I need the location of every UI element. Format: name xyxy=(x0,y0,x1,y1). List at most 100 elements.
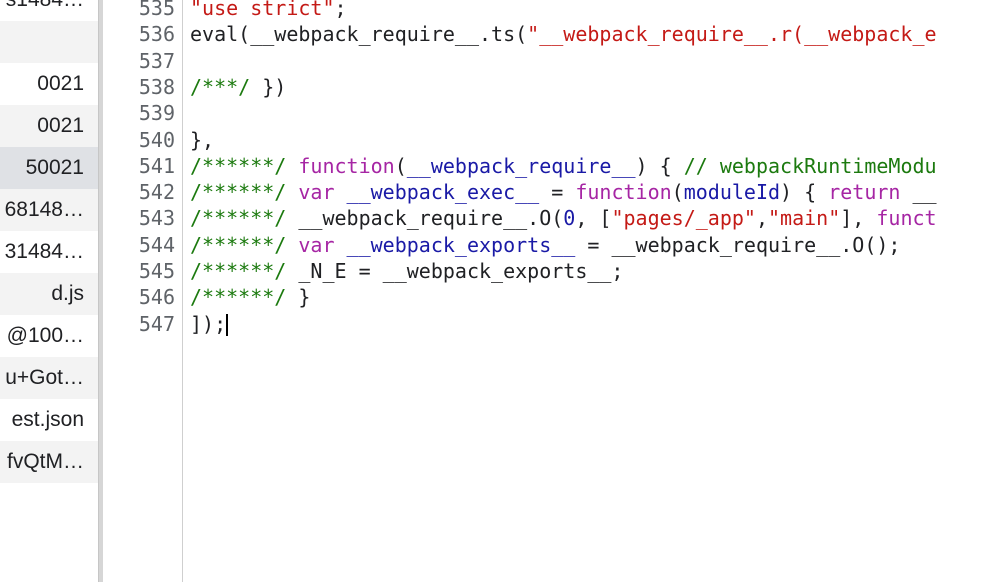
code-token: ( xyxy=(394,153,407,178)
code-text[interactable]: /******/ __webpack_require__.O(0, ["page… xyxy=(190,205,937,231)
code-line[interactable]: 544 /******/ var __webpack_exports__ = __… xyxy=(103,232,1008,258)
line-number[interactable]: 543 xyxy=(138,206,175,231)
code-token: function xyxy=(298,153,395,178)
line-number[interactable]: 536 xyxy=(138,22,175,47)
code-text[interactable]: /******/ _N_E = __webpack_exports__; xyxy=(190,258,623,284)
code-line[interactable]: 542 /******/ var __webpack_exec__ = funct… xyxy=(103,179,1008,205)
code-token: funct xyxy=(876,206,937,231)
code-line[interactable]: 538 /***/ }) xyxy=(103,74,1008,100)
code-line[interactable]: 547]); xyxy=(103,311,1008,337)
code-token: __webpack_require__.O( xyxy=(286,206,564,231)
code-text[interactable]: ]); xyxy=(190,311,229,337)
file-list-item[interactable]: s1484… xyxy=(0,0,98,21)
file-list-item-label: d.js xyxy=(51,282,84,305)
code-text[interactable]: /******/ function(__webpack_require__) {… xyxy=(190,153,937,179)
code-editor[interactable]: 535 "use strict"; 536 eval(__webpack_requir… xyxy=(103,0,1008,582)
code-token: ) { xyxy=(780,180,829,205)
line-number[interactable]: 537 xyxy=(138,48,175,73)
code-line[interactable]: 543 /******/ __webpack_require__.O(0, ["p… xyxy=(103,205,1008,231)
code-line[interactable]: 539 xyxy=(103,100,1008,126)
code-token: = xyxy=(539,180,576,205)
code-line[interactable]: 535 "use strict"; xyxy=(103,0,1008,21)
code-token: __webpack_require__ xyxy=(406,153,636,178)
line-number[interactable]: 547 xyxy=(138,311,175,336)
file-list-item[interactable]: 0021 xyxy=(0,105,98,147)
file-list-item-label: 68148… xyxy=(4,198,84,221)
code-text[interactable]: /******/ } xyxy=(190,284,310,310)
line-number[interactable]: 540 xyxy=(138,127,175,152)
code-token xyxy=(286,233,298,257)
panel-splitter[interactable] xyxy=(98,0,103,582)
code-line[interactable]: 537 xyxy=(103,48,1008,74)
code-token: return xyxy=(828,180,901,205)
line-number[interactable]: 539 xyxy=(138,101,175,126)
code-token: /******/ xyxy=(190,259,287,283)
code-token xyxy=(335,180,347,204)
file-list-item[interactable] xyxy=(0,21,98,63)
code-token: /******/ xyxy=(190,285,287,310)
file-list-item[interactable]: 0021 xyxy=(0,63,98,105)
code-text[interactable]: eval(__webpack_require__.ts("__webpack_r… xyxy=(190,21,937,47)
file-list-item-label: est.json xyxy=(11,408,84,431)
code-token: 0 xyxy=(563,206,576,231)
code-token: ) { xyxy=(635,153,684,178)
code-text[interactable]: /******/ var __webpack_exports__ = __web… xyxy=(190,232,900,258)
code-line[interactable]: 546 /******/ } xyxy=(103,284,1008,310)
code-token: }) xyxy=(250,74,287,99)
line-number[interactable]: 535 xyxy=(138,0,175,20)
file-list-item-label: 0021 xyxy=(37,72,84,95)
code-token: // webpackRuntimeModu xyxy=(683,153,937,178)
code-line[interactable]: 540}, xyxy=(103,127,1008,153)
line-number[interactable]: 546 xyxy=(138,285,175,310)
file-list-item[interactable]: d.js xyxy=(0,273,98,315)
code-token: var xyxy=(298,180,335,205)
code-text[interactable]: /******/ var __webpack_exec__ = function… xyxy=(190,179,937,205)
file-list-item[interactable]: 68148… xyxy=(0,189,98,231)
text-caret xyxy=(226,314,229,337)
file-list-item-label: @100… xyxy=(6,324,84,347)
code-token: __webpack_exec__ xyxy=(346,180,540,205)
file-list-item[interactable] xyxy=(0,483,98,525)
code-token: moduleId xyxy=(683,180,781,205)
line-number[interactable]: 538 xyxy=(138,74,175,99)
line-number[interactable]: 545 xyxy=(138,259,175,283)
line-number[interactable]: 541 xyxy=(138,153,175,178)
line-number[interactable]: 544 xyxy=(138,232,175,257)
code-token xyxy=(286,180,298,204)
code-token: } xyxy=(286,285,311,310)
file-list-item[interactable]: @100… xyxy=(0,315,98,357)
code-token: /***/ xyxy=(190,74,251,99)
file-list-panel: s1484… 0021 0021 50021 68148… 31484… d.js @100…… xyxy=(0,0,98,582)
file-list-item-label: u+Got… xyxy=(5,366,84,389)
code-token: /******/ xyxy=(190,153,287,178)
code-line[interactable]: 545 /******/ _N_E = __webpack_exports__; xyxy=(103,258,1008,284)
code-token: eval(__webpack_require__.ts( xyxy=(190,22,528,47)
file-list-item[interactable]: 31484… xyxy=(0,231,98,273)
file-list-item[interactable]: est.json xyxy=(0,399,98,441)
code-token: /******/ xyxy=(190,206,287,231)
code-token: "pages/_app" xyxy=(611,206,756,231)
code-text[interactable]: }, xyxy=(190,127,214,153)
line-number[interactable]: 542 xyxy=(138,180,175,205)
code-token: ( xyxy=(671,180,684,205)
file-list-item[interactable]: fvQtM… xyxy=(0,441,98,483)
file-list-item[interactable]: 50021 xyxy=(0,147,98,189)
code-token xyxy=(286,154,298,178)
code-line[interactable]: 541 /******/ function(__webpack_require__… xyxy=(103,153,1008,179)
code-token: __ xyxy=(900,180,937,205)
code-token: "use strict" xyxy=(190,0,335,20)
line-number-gutter xyxy=(103,0,183,582)
code-token: }, xyxy=(190,127,215,152)
file-list-item-label: s1484… xyxy=(6,0,84,21)
code-token: /******/ xyxy=(190,232,287,257)
code-token: ; xyxy=(334,0,347,20)
code-token: "main" xyxy=(768,206,841,231)
code-text[interactable]: "use strict"; xyxy=(190,0,347,21)
code-token: = __webpack_require__.O(); xyxy=(575,232,901,257)
file-list-item-label: 0021 xyxy=(37,114,84,137)
code-token: /******/ xyxy=(190,180,287,205)
code-text[interactable]: /***/ }) xyxy=(190,74,286,100)
file-list-item[interactable]: u+Got… xyxy=(0,357,98,399)
code-line[interactable]: 536 eval(__webpack_require__.ts("__webpac… xyxy=(103,21,1008,47)
